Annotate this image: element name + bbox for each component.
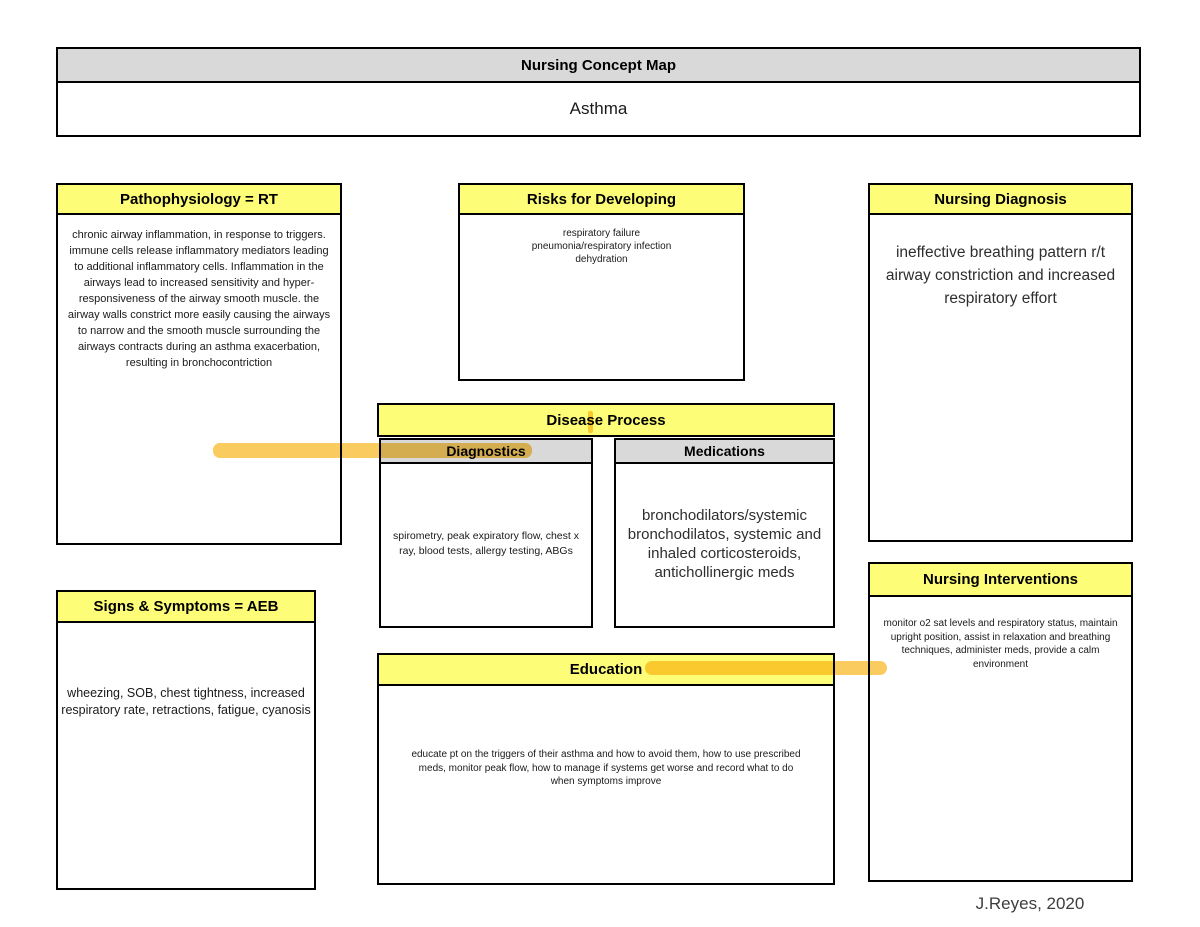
risks-box: Risks for Developing respiratory failure… (458, 183, 745, 381)
pathophysiology-box: Pathophysiology = RT chronic airway infl… (56, 183, 342, 545)
title-banner-box: Nursing Concept Map Asthma (56, 47, 1141, 137)
subtitle-area: Asthma (58, 83, 1139, 135)
diagnostics-header: Diagnostics (381, 440, 591, 464)
education-body: educate pt on the triggers of their asth… (411, 749, 801, 787)
nursing-interventions-box: Nursing Interventions monitor o2 sat lev… (868, 562, 1133, 882)
disease-process-title: Disease Process (546, 411, 666, 429)
nursing-interventions-header: Nursing Interventions (870, 564, 1131, 597)
diagnostics-box: Diagnostics spirometry, peak expiratory … (379, 438, 593, 628)
medications-header: Medications (616, 440, 833, 464)
signs-symptoms-body: wheezing, SOB, chest tightness, increase… (61, 686, 311, 717)
education-header: Education (379, 655, 833, 686)
author-caption: J.Reyes, 2020 (975, 894, 1085, 913)
pathophysiology-body: chronic airway inflammation, in response… (67, 229, 331, 369)
risks-header: Risks for Developing (460, 185, 743, 215)
title-bar: Nursing Concept Map (58, 49, 1139, 83)
diagnostics-title: Diagnostics (446, 443, 526, 459)
disease-process-header: Disease Process (377, 403, 835, 437)
risks-body: respiratory failure pneumonia/respirator… (531, 228, 672, 265)
education-title: Education (569, 661, 643, 678)
risks-title: Risks for Developing (526, 190, 677, 208)
signs-symptoms-title: Signs & Symptoms = AEB (93, 598, 279, 615)
nursing-diagnosis-body: ineffective breathing pattern r/t airway… (885, 244, 1116, 307)
signs-symptoms-header: Signs & Symptoms = AEB (58, 592, 314, 623)
medications-body: bronchodilators/systemic bronchodilatos,… (627, 507, 822, 581)
nursing-interventions-body: monitor o2 sat levels and respiratory st… (883, 618, 1118, 670)
pathophysiology-title: Pathophysiology = RT (120, 190, 278, 208)
nursing-interventions-title: Nursing Interventions (922, 571, 1079, 588)
signs-symptoms-box: Signs & Symptoms = AEB wheezing, SOB, ch… (56, 590, 316, 890)
pathophysiology-header: Pathophysiology = RT (58, 185, 340, 215)
medications-box: Medications bronchodilators/systemic bro… (614, 438, 835, 628)
nursing-diagnosis-box: Nursing Diagnosis ineffective breathing … (868, 183, 1133, 542)
map-subject: Asthma (569, 99, 628, 118)
map-title: Nursing Concept Map (520, 56, 676, 74)
nursing-diagnosis-header: Nursing Diagnosis (870, 185, 1131, 215)
diagnostics-body: spirometry, peak expiratory flow, chest … (393, 530, 579, 557)
nursing-diagnosis-title: Nursing Diagnosis (934, 190, 1067, 208)
education-box: Education educate pt on the triggers of … (377, 653, 835, 885)
medications-title: Medications (684, 443, 765, 459)
